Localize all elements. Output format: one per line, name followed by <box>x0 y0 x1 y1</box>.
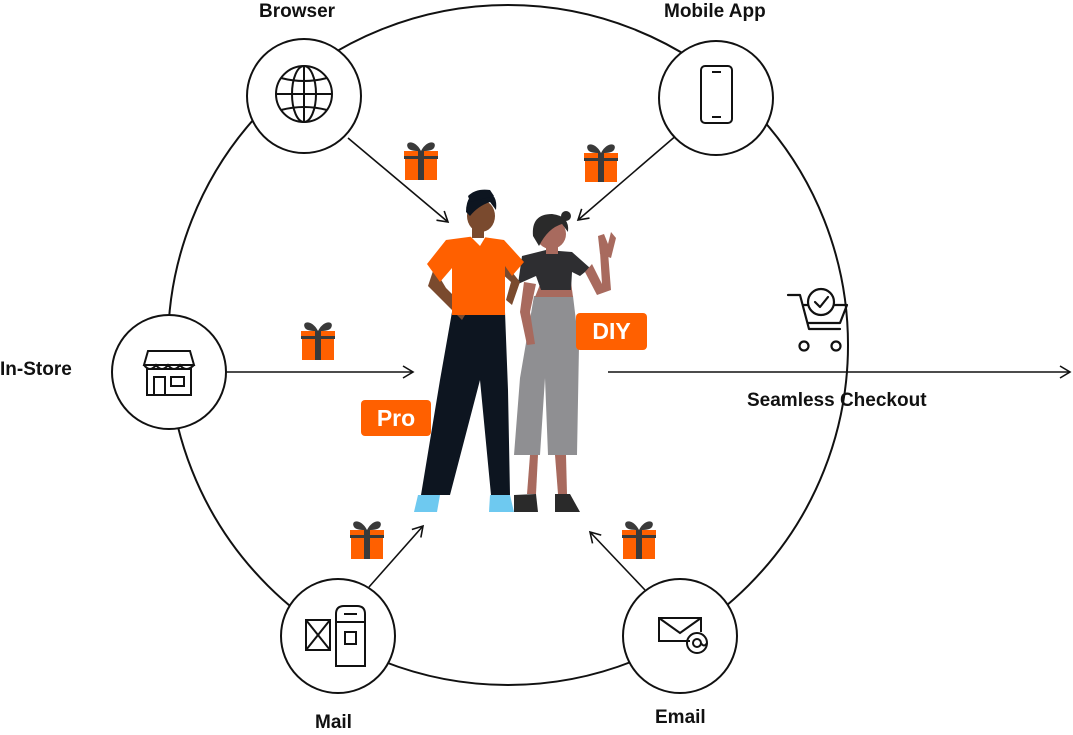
email-label: Email <box>655 707 706 728</box>
seamless-checkout-label: Seamless Checkout <box>747 390 927 411</box>
mail-label: Mail <box>315 712 352 733</box>
browser-node <box>246 38 362 154</box>
browser-arrow <box>347 137 450 224</box>
shoppers-illustration <box>414 189 616 512</box>
gift-icon <box>584 144 618 182</box>
diy-badge: DIY <box>576 313 647 350</box>
mail-node <box>280 578 396 694</box>
globe-icon <box>275 65 333 123</box>
in-store-node <box>111 314 227 430</box>
pro-badge: Pro <box>361 400 431 436</box>
gift-icon <box>350 521 384 559</box>
woman-figure <box>514 211 616 512</box>
email-node <box>622 578 738 694</box>
man-figure <box>414 189 524 512</box>
mailbox-icon <box>305 605 366 667</box>
cart-check-icon <box>786 287 849 352</box>
mobile-app-label: Mobile App <box>664 1 766 22</box>
gift-icon <box>301 322 335 360</box>
mobile-app-node <box>658 40 774 156</box>
gift-icon <box>404 142 438 180</box>
browser-label: Browser <box>259 1 336 22</box>
mobile-app-arrow <box>576 133 679 222</box>
storefront-icon <box>142 350 196 396</box>
smartphone-icon <box>700 65 733 124</box>
gift-icon <box>622 521 656 559</box>
mail-arrow <box>368 524 425 588</box>
email-at-icon <box>658 617 708 654</box>
email-arrow <box>588 530 646 591</box>
in-store-label: In-Store <box>0 359 72 380</box>
